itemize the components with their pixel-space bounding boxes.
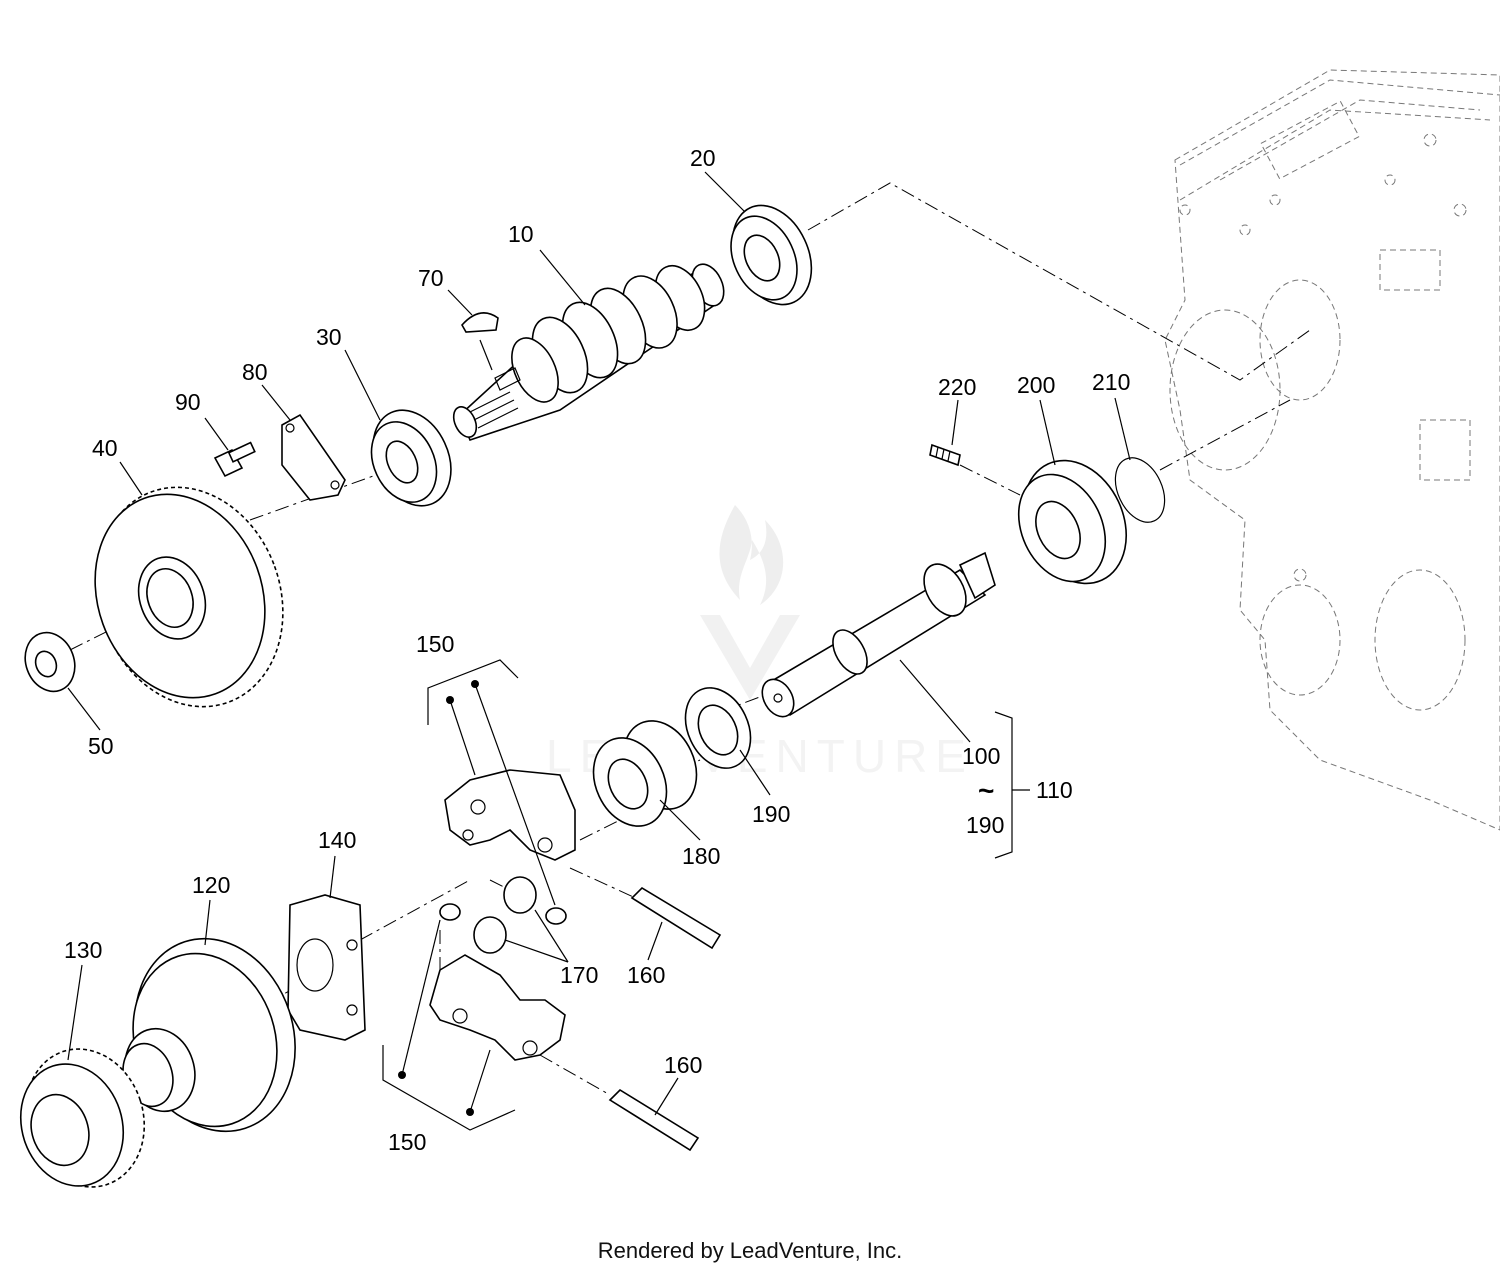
plate-80 [281,413,346,501]
part-labels: 20 10 70 30 80 90 40 50 220 200 210 100 … [64,145,1130,1155]
label-160-upper: 160 [627,962,665,988]
washer-190 [684,687,752,769]
label-180: 180 [682,843,720,869]
weight-150-upper [444,769,576,861]
label-220: 220 [938,374,976,400]
label-110: 110 [1036,777,1073,803]
bolt-90 [213,441,256,478]
camshaft-10 [452,263,725,441]
label-150-upper: 150 [416,631,454,657]
footer-credit: Rendered by LeadVenture, Inc. [597,1238,903,1263]
label-40: 40 [92,435,118,461]
label-140: 140 [318,827,356,853]
label-120: 120 [192,872,230,898]
bracket-150-lower [382,919,516,1131]
gear-40 [94,486,284,708]
label-90: 90 [175,389,201,415]
rollers-170 [439,876,567,954]
nut-50 [24,631,76,693]
label-200: 200 [1017,372,1055,398]
bracket-150-upper [427,659,556,906]
label-20: 20 [690,145,716,171]
bracket-110 [994,711,1030,859]
pin-160-upper [630,886,722,950]
label-50: 50 [88,733,114,759]
label-tilde: ~ [978,775,994,806]
gear-130 [19,1048,146,1188]
engine-block-outline [1164,69,1500,831]
label-170: 170 [560,962,598,988]
circlip-210 [1114,457,1166,523]
label-70: 70 [418,265,444,291]
label-130: 130 [64,937,102,963]
bearing-200 [1017,459,1128,585]
label-10: 10 [508,221,534,247]
bolt-220 [929,443,961,467]
label-150-lower: 150 [388,1129,426,1155]
label-190-range: 190 [966,812,1004,838]
label-160-lower: 160 [664,1052,702,1078]
weight-150-lower [429,954,566,1061]
drum-120 [122,937,296,1133]
shaft-100 [761,551,996,718]
bearing-30 [370,409,452,507]
leader-lines [67,171,1131,1116]
block-140 [287,894,366,1041]
label-210: 210 [1092,369,1130,395]
pin-160-lower [608,1088,700,1152]
sleeve-180 [592,720,698,827]
woodruff-key-70 [461,312,499,333]
bearing-20 [730,204,813,306]
label-30: 30 [316,324,342,350]
label-100: 100 [962,743,1000,769]
label-190: 190 [752,801,790,827]
label-80: 80 [242,359,268,385]
